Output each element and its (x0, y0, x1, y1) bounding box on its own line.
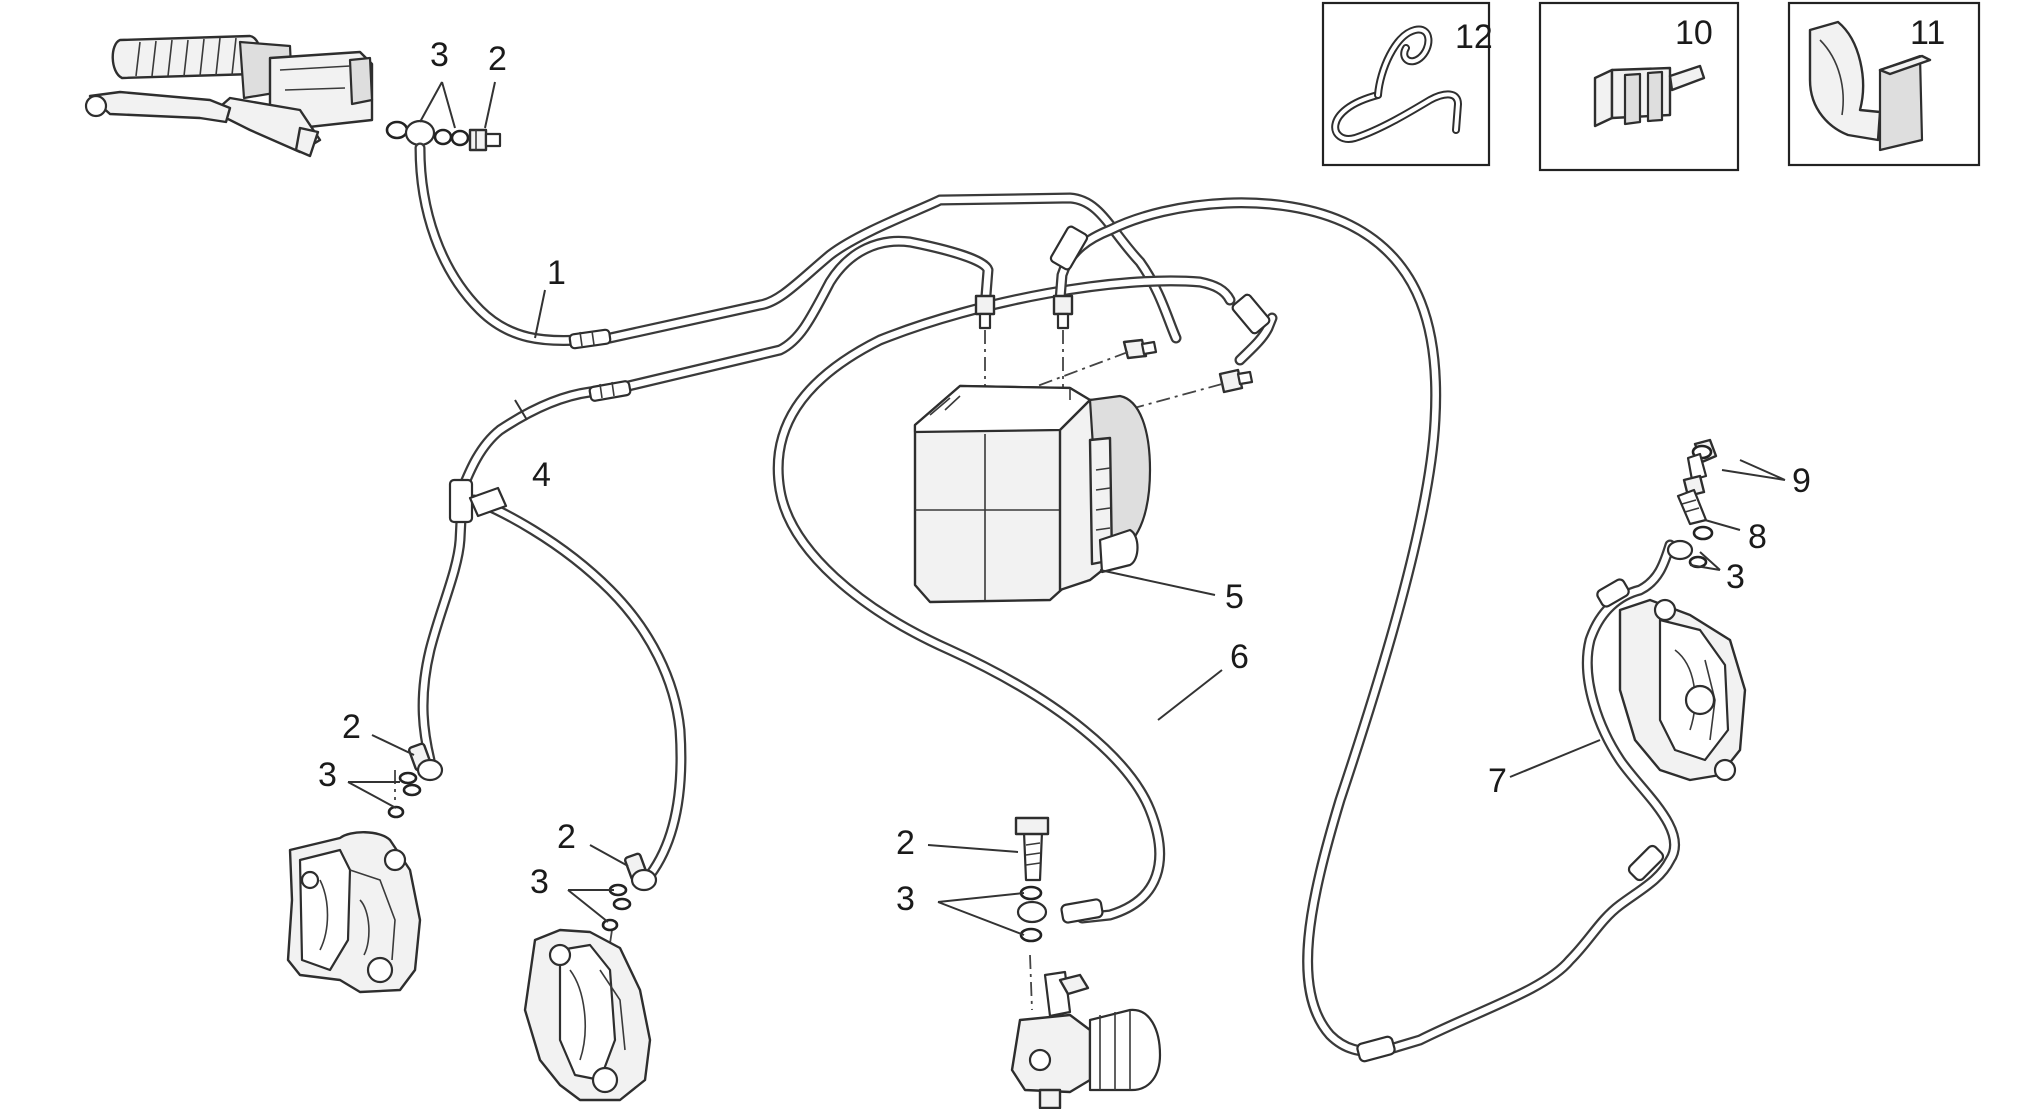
rear-caliper (1618, 598, 1747, 782)
callout-4: 4 (532, 456, 551, 494)
front-caliper-banjos (387, 742, 658, 932)
callout-2-front-right: 2 (557, 818, 576, 856)
callout-3-rear-master: 3 (896, 880, 915, 918)
callout-3-front-left: 3 (318, 756, 337, 794)
rear-bleeder-and-banjo (1666, 438, 1718, 569)
callout-3-rear-caliper: 3 (1726, 558, 1745, 596)
top-banjo-fitting (385, 119, 502, 152)
callout-3-top: 3 (430, 36, 449, 74)
front-right-caliper (523, 928, 652, 1102)
brake-hoses (414, 142, 1681, 1058)
callout-2-top: 2 (488, 40, 507, 78)
inset-part-10: 10 (1538, 1, 1740, 172)
callout-8: 8 (1748, 518, 1767, 556)
front-brake-master-cylinder (84, 34, 374, 158)
callout-5: 5 (1225, 578, 1244, 616)
inset-part-11: 11 (1787, 1, 1981, 167)
callout-7: 7 (1488, 762, 1507, 800)
rear-master-banjo (1014, 816, 1050, 943)
inset-label-10: 10 (1675, 14, 1713, 52)
front-left-caliper (286, 831, 422, 994)
inset-part-12: 12 (1321, 1, 1493, 167)
inset-label-12: 12 (1455, 18, 1493, 56)
abs-modulator-unit (913, 384, 1152, 604)
rear-brake-master-cylinder (1010, 970, 1162, 1109)
hose-fittings (448, 225, 1665, 1063)
callout-1: 1 (547, 254, 566, 292)
callout-3-front-right: 3 (530, 863, 549, 901)
abs-hose-connectors (974, 294, 1254, 394)
inset-label-11: 11 (1910, 14, 1945, 52)
callout-2-rear-master: 2 (896, 824, 915, 862)
callout-2-front-left: 2 (342, 708, 361, 746)
leader-lines (347, 81, 1786, 936)
callout-9: 9 (1792, 462, 1811, 500)
callout-6: 6 (1230, 638, 1249, 676)
callout-numbers: 1 2 3 4 5 6 7 8 9 3 2 3 2 3 2 3 (318, 36, 1811, 918)
